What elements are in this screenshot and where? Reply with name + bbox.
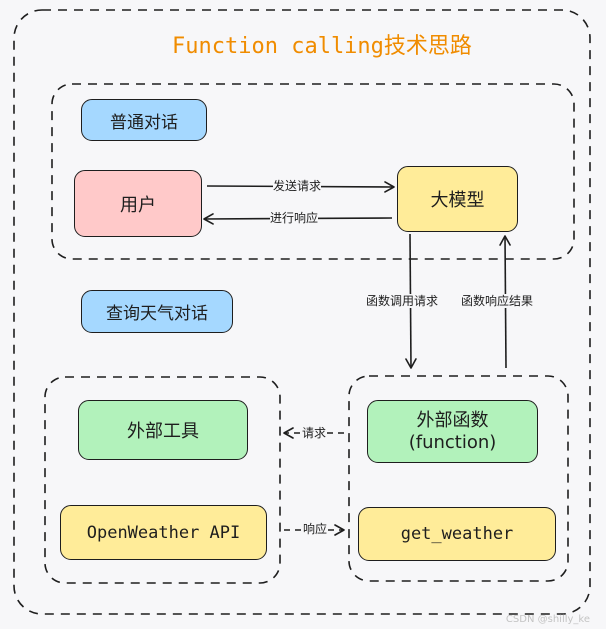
edge-label-send-request: 发送请求 — [273, 179, 322, 193]
external-function-group — [348, 375, 569, 582]
section-label-normal-chat: 普通对话 — [81, 99, 207, 141]
external-tool-group — [44, 376, 281, 584]
node-get-weather: get_weather — [358, 507, 556, 561]
diagram-title: Function calling技术思路 — [172, 34, 472, 59]
node-user: 用户 — [74, 170, 202, 237]
watermark: CSDN @shilly_ke — [505, 614, 590, 625]
section-label-weather-chat: 查询天气对话 — [81, 290, 233, 333]
edge-label-response: 响应 — [303, 522, 328, 536]
edge-label-request: 请求 — [302, 426, 327, 440]
edge-label-respond: 进行响应 — [270, 211, 319, 225]
outer-frame — [13, 9, 591, 615]
normal-chat-group — [51, 83, 575, 260]
edge-label-function-response: 函数响应结果 — [461, 294, 534, 308]
edge-label-call-function: 函数调用请求 — [366, 294, 439, 308]
node-external-function: 外部函数 (function) — [367, 400, 538, 463]
node-openweather-api: OpenWeather API — [60, 505, 267, 560]
node-external-tool: 外部工具 — [78, 400, 248, 460]
node-llm: 大模型 — [397, 166, 518, 232]
